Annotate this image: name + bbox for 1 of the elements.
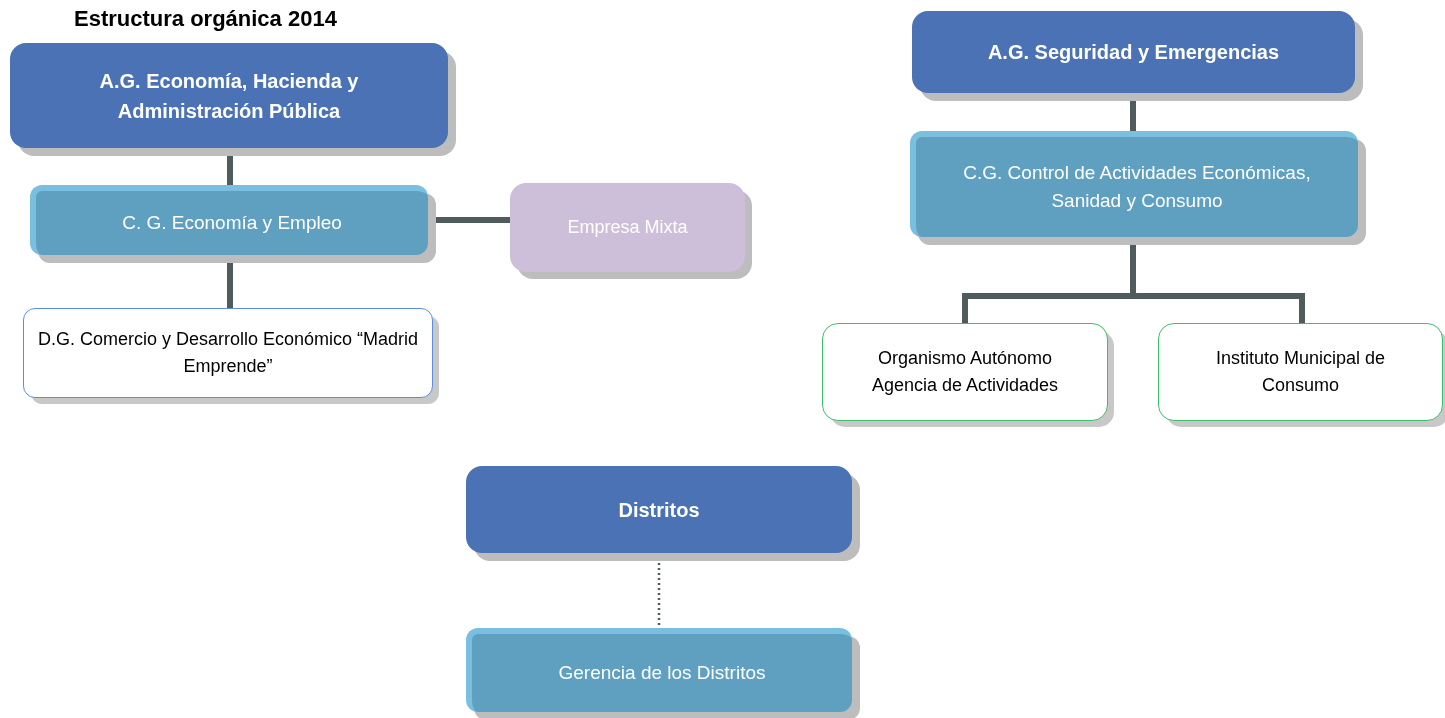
diagram-title: Estructura orgánica 2014	[74, 5, 337, 33]
